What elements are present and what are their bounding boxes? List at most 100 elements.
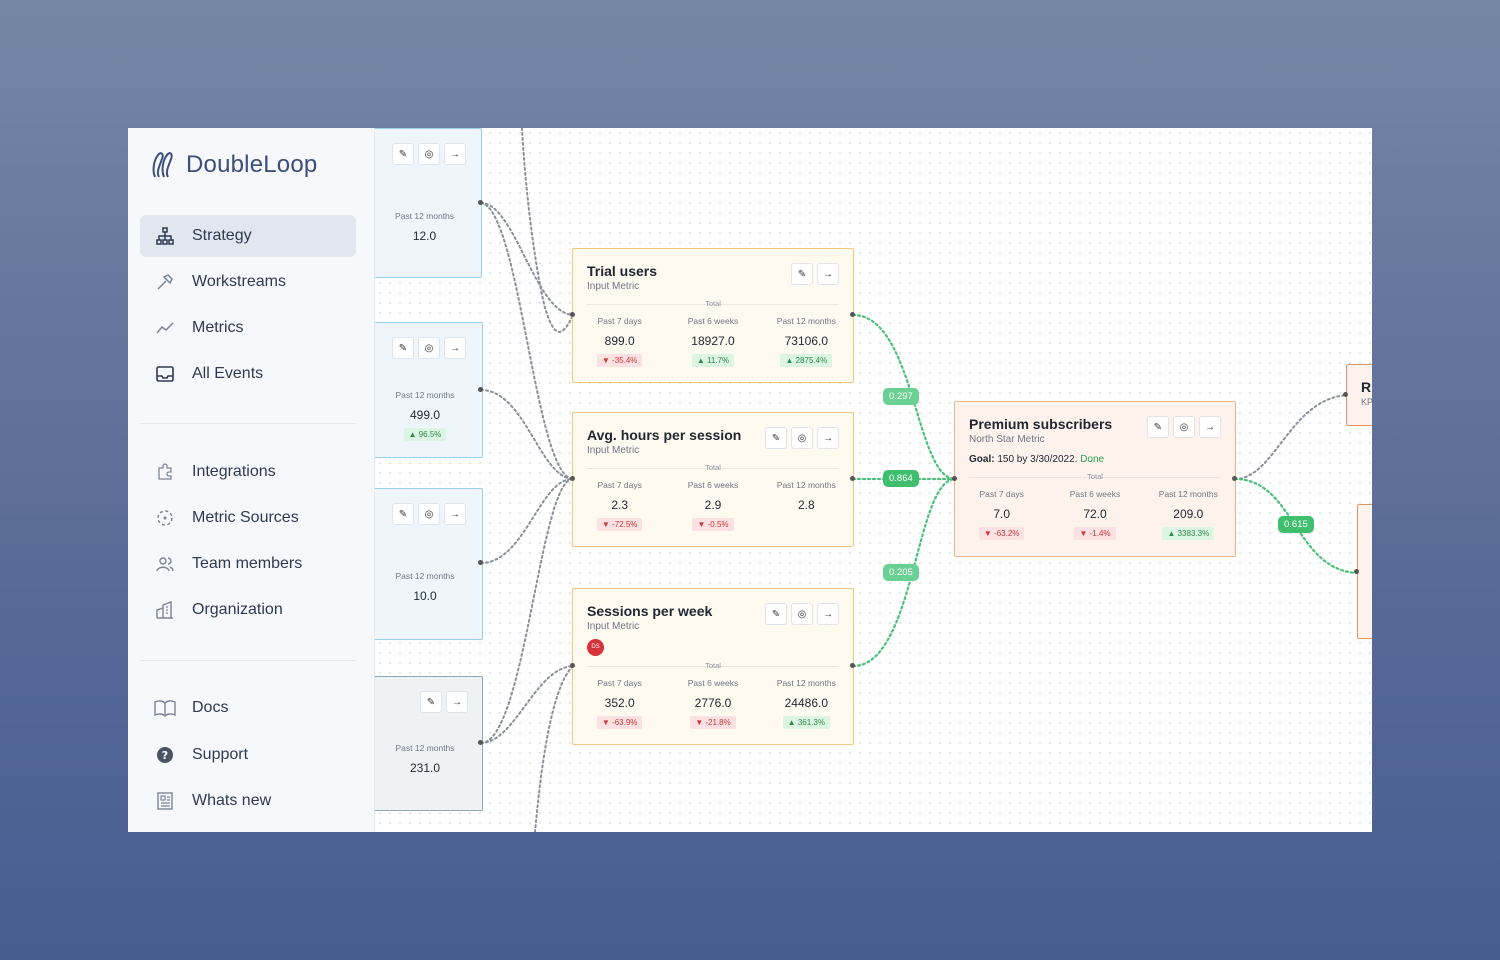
trend-line-icon: [154, 317, 176, 339]
change-badge: ▲ 96.5%: [403, 428, 447, 441]
edit-icon[interactable]: ✎: [420, 691, 442, 713]
goal-text: Goal: 150 by 3/30/2022. Done: [969, 454, 1105, 465]
arrow-right-icon[interactable]: →: [817, 263, 839, 285]
nav-organization[interactable]: Organization: [140, 589, 356, 631]
link-weight[interactable]: 0.205: [883, 564, 919, 581]
book-icon: [154, 697, 176, 719]
nav-metric-sources[interactable]: Metric Sources: [140, 497, 356, 539]
nav-all-events[interactable]: All Events: [140, 353, 356, 395]
connection-port: [570, 476, 575, 481]
arrow-right-icon[interactable]: →: [444, 143, 466, 165]
link-line: [480, 477, 574, 744]
metric-node-trial-users[interactable]: Trial users Input Metric ✎ → Total Past …: [572, 248, 854, 383]
arrow-right-icon[interactable]: →: [446, 691, 468, 713]
metric-value: 899.0: [604, 334, 635, 348]
link-line: [480, 202, 574, 480]
nav-label: Team members: [192, 555, 303, 572]
arrow-right-icon[interactable]: →: [817, 427, 839, 449]
arrow-right-icon[interactable]: →: [817, 603, 839, 625]
nav-strategy[interactable]: Strategy: [140, 215, 356, 257]
connection-port: [850, 663, 855, 668]
arrow-right-icon[interactable]: →: [444, 503, 466, 525]
change-badge: ▼ -63.9%: [596, 716, 643, 729]
metric-node-partial-right-1[interactable]: R KP: [1346, 364, 1372, 426]
link-weight[interactable]: 0.864: [883, 470, 919, 487]
arrow-right-icon[interactable]: →: [444, 337, 466, 359]
nav-label: Strategy: [192, 227, 252, 244]
metric-node-partial-1[interactable]: ✎ ◎ → Past 12 months 12.0: [375, 128, 482, 278]
total-divider: Total: [587, 463, 839, 472]
nav-docs[interactable]: Docs: [140, 687, 356, 729]
nav-support[interactable]: ? Support: [140, 734, 356, 776]
nav-label: Workstreams: [192, 273, 286, 290]
metric-node-partial-4[interactable]: ✎ → Past 12 months 231.0: [375, 676, 483, 811]
connection-port: [952, 476, 957, 481]
target-icon[interactable]: ◎: [418, 503, 440, 525]
metric-node-avg-hours[interactable]: Avg. hours per session Input Metric ✎ ◎ …: [572, 412, 854, 547]
metric-value: 352.0: [604, 696, 635, 710]
nav-workstreams[interactable]: Workstreams: [140, 261, 356, 303]
period-label: Past 12 months: [395, 390, 455, 400]
target-icon[interactable]: ◎: [418, 143, 440, 165]
edit-icon[interactable]: ✎: [1147, 416, 1169, 438]
metric-value: 499.0: [409, 408, 441, 422]
metric-node-premium-subscribers[interactable]: Premium subscribers North Star Metric ✎ …: [954, 401, 1236, 557]
connection-port: [1354, 569, 1359, 574]
link-weight[interactable]: 0.615: [1278, 516, 1314, 533]
target-icon[interactable]: ◎: [1173, 416, 1195, 438]
node-title: R: [1361, 379, 1372, 395]
org-chart-icon: [154, 225, 176, 247]
node-subtitle: Input Metric: [587, 445, 640, 456]
connection-port: [478, 560, 483, 565]
metric-value: 72.0: [1083, 507, 1107, 521]
edit-icon[interactable]: ✎: [392, 503, 414, 525]
metric-node-partial-2[interactable]: ✎ ◎ → Past 12 months 499.0 ▲ 96.5%: [375, 322, 483, 458]
period-label: Past 7 days: [597, 678, 642, 688]
edit-icon[interactable]: ✎: [765, 603, 787, 625]
metric-node-sessions-per-week[interactable]: Sessions per week Input Metric ✎ ◎ → DS …: [572, 588, 854, 745]
node-title: Premium subscribers: [969, 416, 1113, 432]
doubleloop-logo-icon: [152, 152, 173, 178]
period-label: Past 7 days: [597, 316, 642, 326]
nav-label: Docs: [192, 699, 229, 716]
metric-node-partial-3[interactable]: ✎ ◎ → Past 12 months 10.0: [375, 488, 483, 640]
nav-whats-new[interactable]: Whats new: [140, 780, 356, 822]
arrow-right-icon[interactable]: →: [1199, 416, 1221, 438]
period-label: Past 12 months: [394, 211, 455, 221]
metric-node-partial-right-2[interactable]: [1357, 504, 1372, 639]
connection-port: [850, 312, 855, 317]
link-weight[interactable]: 0.297: [883, 388, 919, 405]
target-icon[interactable]: ◎: [791, 603, 813, 625]
period-label: Past 6 weeks: [687, 480, 739, 490]
total-divider: Total: [587, 299, 839, 308]
nav-integrations[interactable]: Integrations: [140, 451, 356, 493]
change-badge: ▼ -63.2%: [978, 527, 1025, 540]
period-label: Past 6 weeks: [687, 678, 739, 688]
change-badge: ▲ 361.3%: [782, 716, 830, 729]
strategy-canvas[interactable]: ✎ ◎ → Past 12 months 12.0 ✎ ◎ → Past 12 …: [375, 128, 1372, 832]
change-badge: ▲ 11.7%: [691, 354, 735, 367]
logo[interactable]: DoubleLoop: [150, 150, 317, 180]
sidebar-divider: [140, 660, 356, 661]
period-label: Past 7 days: [597, 480, 642, 490]
edit-icon[interactable]: ✎: [791, 263, 813, 285]
node-title: Trial users: [587, 263, 658, 279]
edit-icon[interactable]: ✎: [392, 143, 414, 165]
nav-metrics[interactable]: Metrics: [140, 307, 356, 349]
target-icon[interactable]: ◎: [418, 337, 440, 359]
total-divider: Total: [587, 661, 839, 670]
nav-team-members[interactable]: Team members: [140, 543, 356, 585]
link-line: [480, 477, 574, 564]
nav-label: Whats new: [192, 792, 272, 809]
avatar[interactable]: DS: [587, 639, 604, 656]
app-window: DoubleLoop Strategy Workstreams Metrics …: [128, 128, 1372, 832]
edit-icon[interactable]: ✎: [392, 337, 414, 359]
target-icon[interactable]: ◎: [791, 427, 813, 449]
period-label: Past 12 months: [395, 743, 455, 753]
link-line: [480, 202, 574, 316]
edit-icon[interactable]: ✎: [765, 427, 787, 449]
nav-label: All Events: [192, 365, 264, 382]
period-label: Past 6 weeks: [1069, 489, 1121, 499]
metric-value: 73106.0: [784, 334, 829, 348]
